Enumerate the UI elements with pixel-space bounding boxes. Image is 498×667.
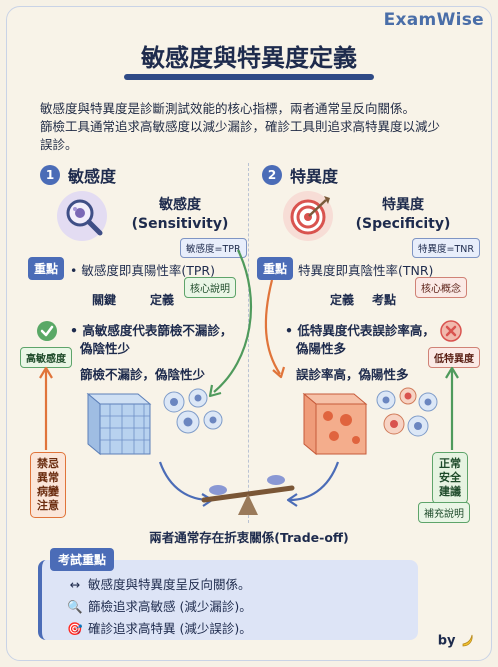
note-tag: 核心說明 — [184, 277, 236, 298]
section-divider — [248, 163, 249, 523]
exam-item: 🎯 確診追求高特異 (減少誤診)。 — [66, 618, 252, 637]
normal-cells-icon — [163, 388, 223, 434]
label-definition: 定義 — [150, 293, 175, 307]
sensitivity-bullet-2: 偽陰性少 — [80, 341, 131, 356]
safe-line: 安全 — [439, 471, 461, 484]
specificity-bullet-1: • 低特異度代表誤診率高， — [285, 323, 435, 338]
caution-line: 禁忌 — [37, 457, 59, 470]
sensitivity-term: 敏感度 (Sensitivity) — [115, 196, 245, 234]
specificity-bullet-2: 偽陽性多 — [296, 341, 347, 356]
caution-line: 病變 — [37, 485, 59, 498]
term-en: (Specificity) — [355, 216, 451, 232]
label-exam-point: 考點 — [372, 293, 397, 307]
exam-item-text: 篩檢追求高敏感 (減少漏診)。 — [88, 599, 252, 614]
exam-points-tag: 考試重點 — [50, 548, 115, 571]
magnifier-icon: 🔍 — [67, 599, 83, 614]
target-icon: 🎯 — [67, 621, 83, 636]
key-tag: 重點 — [28, 257, 65, 280]
caution-line: 異常 — [37, 471, 59, 484]
section-number: 2 — [262, 165, 282, 185]
title-underline — [124, 74, 374, 80]
exam-item-text: 確診追求高特異 (減少誤診)。 — [88, 621, 252, 636]
section-number: 1 — [40, 165, 60, 185]
specificity-plain: 誤診率高，偽陽性多 — [296, 367, 409, 382]
section-title: 敏感度 — [68, 167, 117, 186]
cross-icon — [440, 320, 462, 342]
note-tag: 核心概念 — [415, 277, 467, 298]
intro-line-1: 敏感度與特異度是診斷測試效能的核心指標，兩者通常呈反向關係。 — [40, 101, 416, 116]
caution-box: 禁忌 異常 病變 注意 — [30, 452, 66, 518]
exam-item: 🔍 篩檢追求高敏感 (減少漏診)。 — [66, 596, 252, 615]
brand-logo: ExamWise — [383, 10, 484, 30]
banana-icon — [462, 634, 473, 647]
caution-line: 注意 — [37, 499, 59, 512]
key-tag: 重點 — [257, 257, 294, 280]
label-key: 關鍵 — [92, 293, 117, 307]
term-zh: 特異度 — [382, 197, 424, 213]
sensitivity-key-text: • 敏感度即真陽性率(TPR) — [70, 263, 215, 278]
sensitivity-bullet-1: • 高敏感度代表篩檢不漏診， — [70, 323, 233, 338]
exam-item-text: 敏感度與特異度呈反向關係。 — [88, 577, 251, 592]
section-title: 特異度 — [290, 167, 339, 186]
abnormal-tissue-block-icon — [302, 392, 368, 456]
intro-line-2: 篩檢工具通常追求高敏感度以減少漏診，確診工具則追求高特異度以減少 — [40, 119, 441, 134]
formula-tag: 特異度=TNR — [412, 238, 480, 258]
magnifier-icon — [57, 191, 107, 241]
target-icon — [283, 191, 333, 241]
term-zh: 敏感度 — [159, 197, 201, 213]
check-icon — [37, 321, 57, 341]
label-definition: 定義 — [330, 293, 355, 307]
section-sensitivity-heading: 1 敏感度 — [40, 163, 116, 187]
term-en: (Sensitivity) — [131, 216, 229, 232]
intro-paragraph: 敏感度與特異度是診斷測試效能的核心指標，兩者通常呈反向關係。 篩檢工具通常追求高… — [40, 100, 470, 154]
abnormal-cells-icon — [376, 387, 438, 437]
sensitivity-plain: 篩檢不漏診，偽陰性少 — [80, 367, 206, 382]
byline: by — [438, 633, 476, 649]
intro-line-3: 誤診。 — [40, 137, 78, 152]
tradeoff-caption: 兩者通常存在折衷關係(Trade-off) — [149, 530, 349, 545]
exam-item: ↔ 敏感度與特異度呈反向關係。 — [66, 574, 251, 593]
safe-line: 正常 — [439, 457, 461, 470]
arrows-icon: ↔ — [69, 577, 81, 592]
specificity-term: 特異度 (Specificity) — [338, 196, 468, 234]
supplement-note-tag: 補充說明 — [418, 502, 470, 523]
safe-line: 建議 — [439, 485, 461, 498]
byline-text: by — [437, 633, 456, 649]
low-specificity-tag: 低特異度 — [428, 347, 480, 368]
section-specificity-heading: 2 特異度 — [262, 163, 338, 187]
formula-tag: 敏感度=TPR — [180, 238, 247, 258]
exam-points-box — [38, 560, 418, 640]
specificity-key-text: 特異度即真陰性率(TNR) — [298, 263, 434, 278]
page-title: 敏感度與特異度定義 — [141, 44, 357, 72]
normal-tissue-block-icon — [86, 392, 152, 456]
